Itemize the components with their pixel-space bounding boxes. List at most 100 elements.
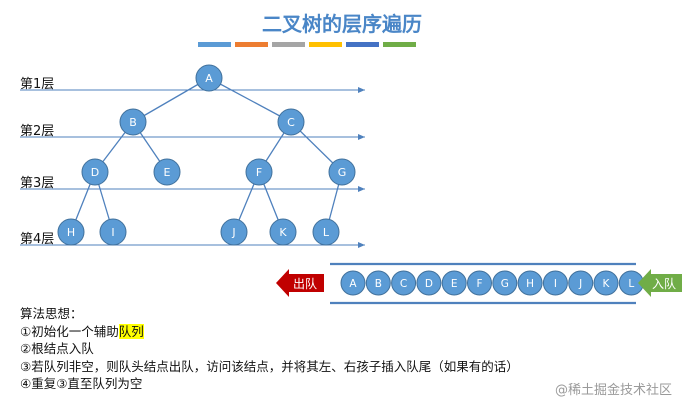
tree-node-E: E <box>153 158 181 186</box>
queue-item-L-label: L <box>628 278 634 290</box>
tree-node-C: C <box>277 108 305 136</box>
title-color-bars <box>198 42 416 47</box>
tree-node-C-circle <box>277 108 305 136</box>
queue-item-D-label: D <box>425 278 433 290</box>
queue-item-C-label: C <box>400 278 407 290</box>
tree-node-L-label: L <box>323 226 330 239</box>
tree-node-K-label: K <box>279 226 287 239</box>
tree-node-E-label: E <box>164 166 171 179</box>
algorithm-description: 算法思想： ①初始化一个辅助队列 ②根结点入队 ③若队列非空，则队头结点出队，访… <box>20 305 519 393</box>
watermark: @稀土掘金技术社区 <box>554 383 672 398</box>
title-bar-2 <box>235 42 268 47</box>
page-title: 二叉树的层序遍历 <box>262 12 422 36</box>
queue-item-J-label: J <box>578 278 582 290</box>
algorithm-step-1: ①初始化一个辅助队列 <box>20 323 519 341</box>
title-bar-6 <box>383 42 416 47</box>
algorithm-heading: 算法思想： <box>20 306 83 321</box>
queue-item-D: D <box>416 270 442 296</box>
title-bar-5 <box>346 42 379 47</box>
queue-item-F-label: F <box>476 278 482 290</box>
queue-item-B: B <box>365 270 391 296</box>
queue-item-E: E <box>441 270 467 296</box>
level-label-3: 第3层 <box>20 176 55 191</box>
queue-item-F: F <box>467 270 492 296</box>
tree-node-A-circle <box>195 64 223 92</box>
algorithm-step-3: ③若队列非空，则队头结点出队，访问该结点，并将其左、右孩子插入队尾（如果有的话） <box>20 358 519 374</box>
queue-item-K: K <box>593 270 619 296</box>
queue-item-H-circle <box>517 270 543 296</box>
queue-item-C-circle <box>391 270 417 296</box>
tree-node-F-circle <box>245 158 273 186</box>
tree-node-L-circle <box>312 218 340 246</box>
tree-node-I-circle <box>99 218 127 246</box>
queue-item-H-label: H <box>526 278 534 290</box>
tree-node-B-label: B <box>129 116 137 129</box>
tree-node-B-circle <box>119 108 147 136</box>
queue-item-D-circle <box>416 270 442 296</box>
tree-node-J-circle <box>220 218 248 246</box>
tree-node-E-circle <box>153 158 181 186</box>
queue-item-J-circle <box>568 270 594 296</box>
tree-node-K-circle <box>269 218 297 246</box>
queue-item-K-circle <box>593 270 619 296</box>
tree-node-G-label: G <box>338 166 347 179</box>
title-bar-3 <box>272 42 305 47</box>
enqueue-arrow: 入队 <box>638 269 682 297</box>
queue-item-A: A <box>340 270 366 296</box>
tree-node-D-circle <box>81 158 109 186</box>
queue-item-C: C <box>391 270 417 296</box>
queue-item-F-circle <box>467 270 492 296</box>
queue-item-I: I <box>542 270 568 296</box>
queue-item-B-circle <box>365 270 391 296</box>
title-bar-4 <box>309 42 342 47</box>
tree-node-I: I <box>99 218 127 246</box>
algorithm-step-1-highlight: 队列 <box>118 323 144 339</box>
queue-item-K-label: K <box>603 278 611 290</box>
queue-item-B-label: B <box>375 278 382 290</box>
tree-node-A-label: A <box>205 72 213 85</box>
queue-item-H: H <box>517 270 543 296</box>
tree-node-I-label: I <box>111 226 114 239</box>
tree-node-G: G <box>328 158 356 186</box>
level-label-1: 第1层 <box>20 77 55 92</box>
queue-item-I-label: I <box>554 278 557 290</box>
dequeue-label: 出队 <box>293 276 317 291</box>
algorithm-step-1-text: ①初始化一个辅助 <box>20 323 119 339</box>
tree-node-J-label: J <box>231 226 235 239</box>
queue-item-G-label: G <box>501 278 509 290</box>
algorithm-step-2: ②根结点入队 <box>20 341 94 356</box>
enqueue-label: 入队 <box>652 276 676 291</box>
dequeue-arrow: 出队 <box>276 269 324 297</box>
level-label-4: 第4层 <box>20 232 55 247</box>
queue-item-G-circle <box>492 270 518 296</box>
tree-node-A: A <box>195 64 223 92</box>
tree-node-F-label: F <box>256 166 262 179</box>
dequeue-arrow-shape <box>276 269 324 297</box>
tree-node-F: F <box>245 158 273 186</box>
tree-node-G-circle <box>328 158 356 186</box>
tree-node-H-label: H <box>67 226 75 239</box>
level-label-2: 第2层 <box>20 124 55 139</box>
edge-A-C <box>208 77 292 123</box>
queue-item-G: G <box>492 270 518 296</box>
tree-node-D-label: D <box>91 166 99 179</box>
tree-node-H-circle <box>57 218 85 246</box>
enqueue-arrow-shape <box>638 269 682 297</box>
title-bar-1 <box>198 42 231 47</box>
tree-node-B: B <box>119 108 147 136</box>
edge-A-B <box>132 77 210 123</box>
queue-item-J: J <box>568 270 594 296</box>
tree-node-D: D <box>81 158 109 186</box>
tree-node-C-label: C <box>287 116 295 129</box>
tree-node-J: J <box>220 218 248 246</box>
queue-item-A-label: A <box>349 278 357 290</box>
algorithm-step-4: ④重复③直至队列为空 <box>20 376 143 391</box>
tree-node-H: H <box>57 218 85 246</box>
queue-item-I-circle <box>542 270 568 296</box>
queue-item-A-circle <box>340 270 366 296</box>
queue-item-E-label: E <box>451 278 458 290</box>
tree-node-K: K <box>269 218 297 246</box>
tree-node-L: L <box>312 218 340 246</box>
